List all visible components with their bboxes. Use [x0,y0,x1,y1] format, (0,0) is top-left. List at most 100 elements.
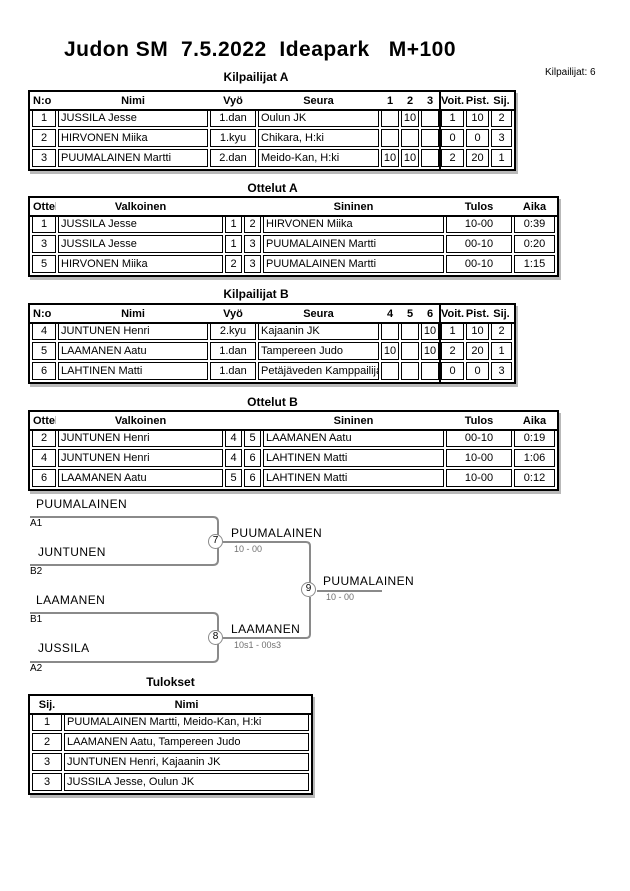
table-cell: 6 [32,362,56,380]
table-cell: 6 [244,449,261,467]
ottelut-a-table: Ottelu Valkoinen Sininen Tulos Aika 1 JU… [28,196,559,277]
table-cell: JUSSILA Jesse [58,109,208,127]
ottelut-b-table: Ottelu Valkoinen Sininen Tulos Aika 2 JU… [28,410,559,491]
table-cell: 3 [32,753,62,771]
table-cell [401,342,419,360]
bracket-line [223,541,311,583]
table-cell: 20 [466,342,489,360]
table-cell [421,129,439,147]
table-cell: 3 [32,149,56,167]
kilpailijat-a-table: N:o Nimi Vyö Seura 1 2 3 Voit. Pist. Sij… [28,90,516,171]
header-cell: Voit. [441,94,464,107]
section-title-ottelut-a: Ottelut A [247,181,298,195]
table-cell: 2.dan [210,149,256,167]
kilpailijat-b-table: N:o Nimi Vyö Seura 4 5 6 Voit. Pist. Sij… [28,303,516,384]
header-cell: Aika [522,200,547,213]
header-cell: 6 [426,307,434,320]
table-cell: 2.kyu [210,322,256,340]
match-score: 10 - 00 [326,592,355,602]
table-cell: LAHTINEN Matti [263,469,444,487]
table-cell: 1 [32,109,56,127]
table-cell: 0 [466,129,489,147]
header-cell: Nimi [121,94,145,107]
table-cell: 5 [32,342,56,360]
entrant-name: JUNTUNEN [38,545,106,559]
header-cell [225,200,242,213]
tulokset-table: Sij. Nimi 1 PUUMALAINEN Martti, Meido-Ka… [28,694,313,795]
table-cell: JUNTUNEN Henri [58,429,223,447]
header-cell [244,414,261,427]
match-score: 10 - 00 [234,544,263,554]
table-cell: 10-00 [446,449,512,467]
table-cell: 1.dan [210,362,256,380]
header-cell [244,200,261,213]
table-cell: 3 [32,773,62,791]
table-cell: 5 [244,429,261,447]
header-cell: Pist. [466,94,489,107]
elimination-bracket: PUUMALAINEN A1 JUNTUNEN B2 LAAMANEN B1 J… [25,495,430,680]
header-cell: Sij. [493,94,510,107]
table-cell: 5 [32,255,56,273]
table-cell: LAAMANEN Aatu [263,429,444,447]
table-cell: Oulun JK [258,109,379,127]
entrant-name: LAAMANEN [36,593,106,607]
table-cell: 5 [225,469,242,487]
table-cell: 10 [421,322,439,340]
table-cell: 1:15 [514,255,555,273]
table-cell: 2 [244,215,261,233]
seed-label: B2 [30,566,43,577]
table-cell: 3 [32,235,56,253]
table-cell: 10 [466,322,489,340]
column-group-separator [439,305,441,382]
table-cell: 0:39 [514,215,555,233]
header-cell: 5 [406,307,414,320]
header-cell: 1 [386,94,394,107]
table-cell: 3 [491,129,512,147]
table-cell: LAHTINEN Matti [58,362,208,380]
table-cell: 10 [381,342,399,360]
table-cell: 3 [491,362,512,380]
header-cell: 2 [406,94,414,107]
table-cell: 6 [244,469,261,487]
table-cell: 1.dan [210,109,256,127]
table-cell: 0:12 [514,469,555,487]
table-cell: 20 [466,149,489,167]
entrant-name: PUUMALAINEN [36,497,128,511]
header-cell: Tulos [464,200,494,213]
table-cell [421,362,439,380]
match-badge: 9 [301,582,316,597]
header-cell: Ottelu [33,200,56,213]
table-cell [381,129,399,147]
header-cell: Sij. [493,307,510,320]
winner-name: LAAMANEN [231,622,301,636]
header-divider [30,713,311,715]
table-cell: 4 [225,449,242,467]
table-cell: 00-10 [446,235,512,253]
table-cell: 1.dan [210,342,256,360]
table-cell: 1.kyu [210,129,256,147]
match-badge: 7 [208,534,223,549]
table-cell: 10-00 [446,469,512,487]
table-cell: 3 [244,235,261,253]
entrant-name: JUSSILA [38,641,90,655]
table-cell [421,109,439,127]
table-cell: JUNTUNEN Henri [58,322,208,340]
header-cell: 3 [426,94,434,107]
table-cell: HIRVONEN Miika [58,255,223,273]
table-cell [401,362,419,380]
table-cell: 2 [32,733,62,751]
table-cell: PUUMALAINEN Martti, Meido-Kan, H:ki [64,713,309,731]
table-cell: 00-10 [446,429,512,447]
table-cell: 1 [32,215,56,233]
header-cell: Aika [522,414,547,427]
table-cell: Petäjäveden Kamppailijat [258,362,379,380]
table-cell: 2 [491,322,512,340]
header-divider [30,215,557,217]
table-cell: HIRVONEN Miika [58,129,208,147]
table-cell: LAAMANEN Aatu [58,342,208,360]
header-divider [30,322,514,324]
table-cell: 00-10 [446,255,512,273]
table-cell: PUUMALAINEN Martti [58,149,208,167]
winner-name: PUUMALAINEN [231,526,323,540]
table-cell: 10 [401,149,419,167]
